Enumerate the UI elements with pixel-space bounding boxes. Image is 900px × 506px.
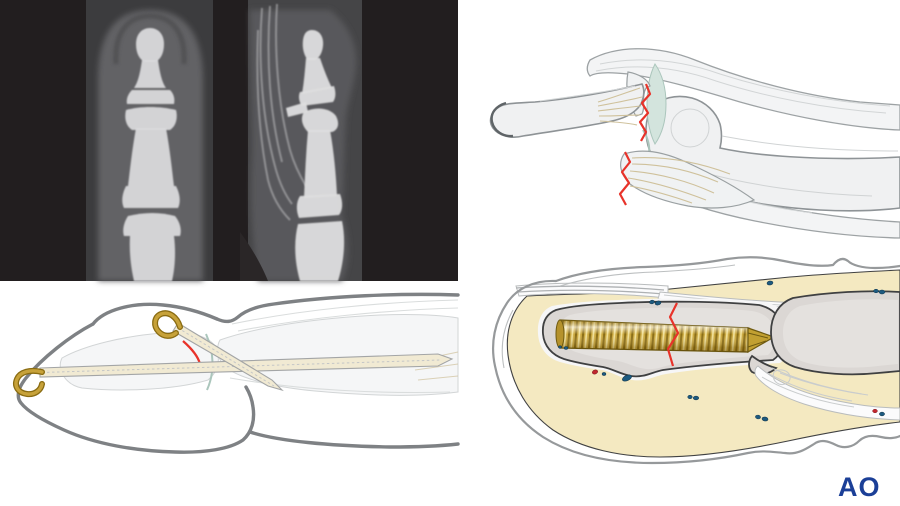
kwire-illustration <box>13 292 460 454</box>
soft-tissue-streaks <box>256 3 307 221</box>
flexor-fibers <box>627 157 731 204</box>
skin-outline <box>492 256 900 465</box>
radiograph-panel-background <box>0 0 458 281</box>
oblique-k-wire <box>152 310 284 392</box>
ao-logo: AO <box>838 472 881 502</box>
fracture-line-dorsal <box>638 83 652 142</box>
ap-bones <box>122 28 181 281</box>
screw-tip <box>747 327 776 354</box>
adjacent-finger-shadow <box>240 232 268 281</box>
compression-screw <box>555 319 776 354</box>
ligament-fibers <box>597 87 643 126</box>
injury-illustration <box>489 48 900 239</box>
radiograph-ap <box>86 0 213 281</box>
fracture-line-volar <box>618 151 632 206</box>
radiograph-lateral <box>240 0 362 281</box>
middle-phalanx-section <box>770 290 900 376</box>
radiograph-panel <box>0 0 458 281</box>
volar-plate-fibers <box>754 365 900 421</box>
fingertip-outline <box>490 101 514 138</box>
k-wire-hook-top <box>153 311 182 338</box>
screw-illustration <box>492 256 900 465</box>
k-wire-hook-tip <box>14 369 44 396</box>
nail-fold-shadow <box>113 13 187 65</box>
lateral-bones <box>286 30 345 281</box>
finger-outline <box>16 292 460 454</box>
screw-base <box>555 319 565 349</box>
fracture-line <box>666 302 680 367</box>
distal-phalanx <box>489 83 645 138</box>
extensor-tendon <box>586 48 900 131</box>
vessel-dots <box>558 280 886 422</box>
